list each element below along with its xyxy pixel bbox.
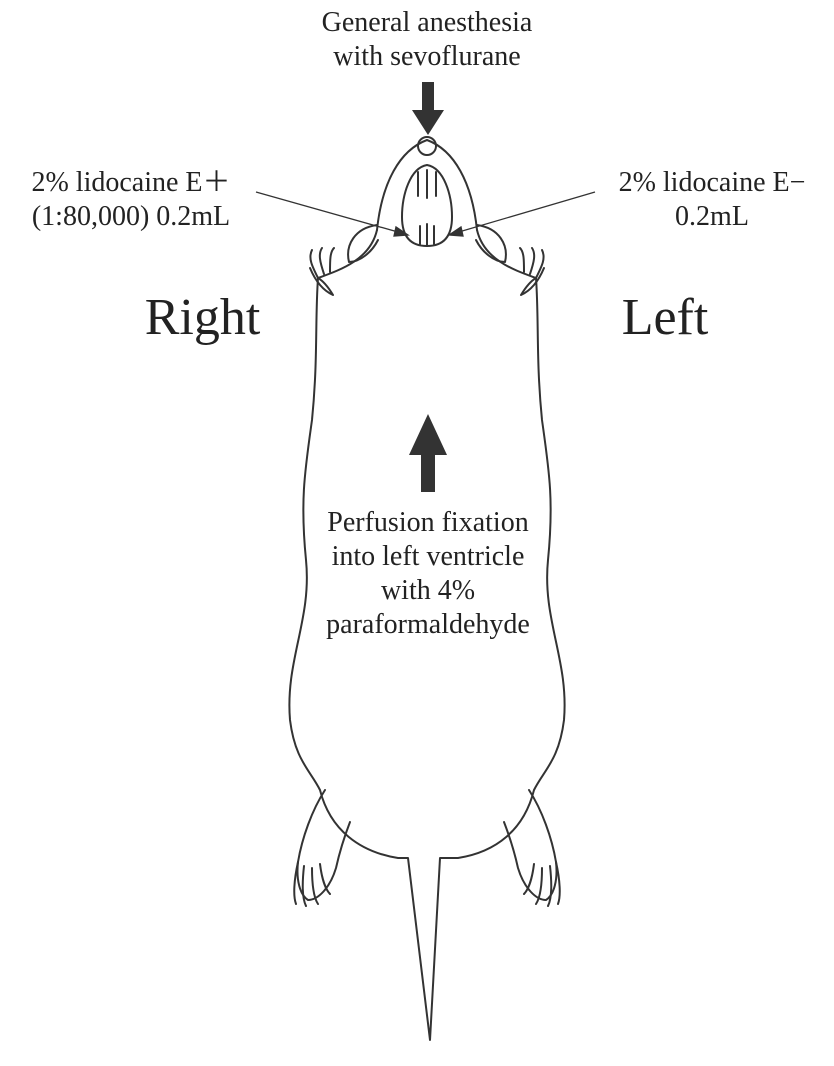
left-injection-label-line2: 0.2mL	[590, 200, 834, 234]
rat-right-front-paw	[310, 248, 334, 295]
side-right-label: Right	[130, 288, 275, 348]
right-injection-label: 2% lidocaine E＋ (1:80,000) 0.2mL	[0, 166, 262, 234]
right-injection-label-line1: 2% lidocaine E＋	[0, 166, 262, 200]
perfusion-label-line1: Perfusion fixation	[290, 506, 566, 540]
right-injection-arrowhead	[394, 227, 408, 236]
perfusion-label-line2: into left ventricle	[290, 540, 566, 574]
perfusion-arrow	[409, 414, 447, 492]
side-left-label: Left	[600, 288, 730, 348]
rat-left-ear	[476, 225, 506, 262]
left-injection-label-line1: 2% lidocaine E−	[590, 166, 834, 200]
left-injection-label: 2% lidocaine E− 0.2mL	[590, 166, 834, 234]
anesthesia-arrow	[412, 82, 444, 135]
upper-incisors	[418, 170, 436, 198]
lower-incisors	[420, 224, 434, 246]
perfusion-label-line3: with 4%	[290, 574, 566, 608]
rat-left-front-paw	[520, 248, 544, 295]
anesthesia-label: General anesthesia with sevoflurane	[285, 6, 569, 74]
perfusion-label: Perfusion fixation into left ventricle w…	[290, 506, 566, 642]
anesthesia-label-line2: with sevoflurane	[285, 40, 569, 74]
rat-right-ear	[348, 225, 378, 262]
perfusion-label-line4: paraformaldehyde	[290, 608, 566, 642]
left-injection-pointer	[452, 192, 595, 234]
anesthesia-label-line1: General anesthesia	[285, 6, 569, 40]
right-injection-label-line2: (1:80,000) 0.2mL	[0, 200, 262, 234]
